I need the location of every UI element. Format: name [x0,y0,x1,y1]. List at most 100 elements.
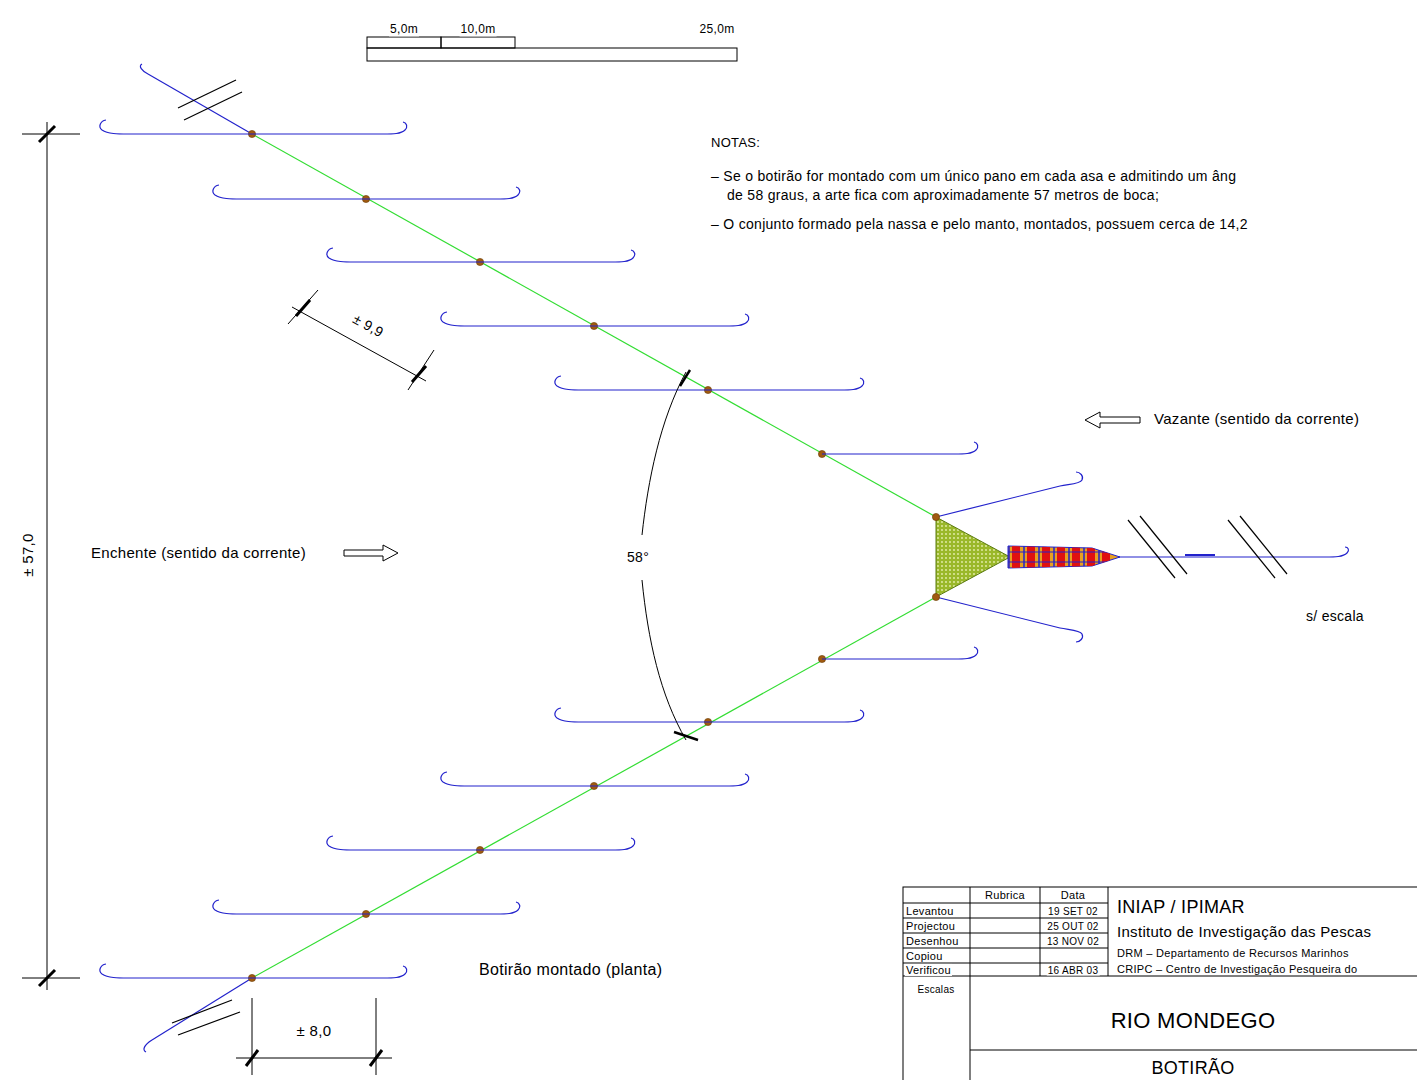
dimension-text: ± 57,0 [20,532,37,577]
rope-line [152,978,252,1040]
dimension-line [376,998,377,1075]
title-block-text: Projectou [905,920,956,932]
net-body [1027,540,1035,574]
float-line [725,314,749,326]
title-block-text: RIO MONDEGO [1110,1009,1277,1033]
float-line [441,772,469,786]
title-block [903,887,1417,1080]
title-block-text: 19 SET 02 [1047,906,1099,917]
float-line [327,248,355,262]
scale-bar [367,48,737,61]
dimension-line [370,1050,382,1066]
title-block [903,903,1108,904]
break-mark [178,80,236,108]
float-line [840,378,864,390]
float-line [241,198,496,199]
dimension-line [47,122,48,990]
rope-line [144,1040,152,1052]
title-block-text: Escalas [916,984,955,995]
title-block-text: CRIPC – Centro de Investigação Pesqueira… [1116,963,1358,975]
title-block-text: BOTIRÃO [1150,1059,1235,1079]
current-arrow [344,545,398,561]
dimension-line [39,970,55,986]
current-arrow [344,412,1140,561]
float-line [611,838,635,850]
float-line [213,900,241,914]
rope-line [936,597,1060,628]
title-block [903,887,1417,1080]
net-body [1008,552,1120,553]
title-block-text: INIAP / IPIMAR [1116,898,1246,918]
break-mark [1240,516,1287,574]
break-mark [1128,520,1175,578]
title-block [903,918,1108,919]
dimension-line [288,290,318,324]
float-line [611,250,635,262]
note-text: – Se o botirão for montado com um único … [710,169,1237,184]
rope-line [1060,628,1083,642]
net-body [936,517,1010,597]
title-block-text: Verificou [905,964,952,976]
float-line [355,261,611,262]
break-mark [1140,516,1187,574]
rope-line [140,64,148,74]
net-body [1023,540,1025,574]
scale-bar [441,37,515,48]
title-block-text: Levantou [905,905,955,917]
title-block [903,933,1108,934]
dimension-line [22,122,698,1075]
float-line [128,133,383,134]
title-block-text: 16 ABR 03 [1047,965,1100,976]
dimension-line [236,1058,392,1059]
note-text: de 58 graus, a arte fica com aproximadam… [726,188,1160,203]
net-body [1068,540,1070,574]
break-mark [172,80,1287,1035]
float-line [128,977,383,978]
float-line [840,710,864,722]
float-line [469,325,725,326]
rope-line [148,74,252,134]
dimension-line [39,126,55,142]
dimension-line [408,350,434,390]
dimension-text: 58° [626,550,650,565]
break-mark [172,1000,232,1023]
title-block [970,887,971,1080]
float-line [496,187,520,199]
title-block-text: Desenhou [905,935,960,947]
net-body [1087,540,1095,574]
net-body [936,517,1120,597]
break-mark [178,1012,240,1035]
dimension-line [252,998,253,1075]
scale-bar [367,37,441,48]
rope-line [1185,554,1215,556]
float-line [555,708,583,722]
rope-line [936,486,1060,517]
note-text: – O conjunto formado pela nassa e pelo m… [710,217,1249,232]
net-body [1008,562,1120,563]
net-body [1042,540,1050,574]
note-text: Botirão montado (planta) [478,961,663,979]
float-line [555,376,583,390]
float-line [954,442,978,454]
note-text: s/ escala [1305,609,1365,624]
dimension-line [674,732,698,740]
rope-line [140,64,1348,1052]
float-line [100,964,128,978]
float-line [327,836,355,850]
float-line [383,966,407,978]
net-body [1083,540,1085,574]
break-mark [1228,520,1275,578]
note-text: Vazante (sentido da corrente) [1153,411,1360,428]
title-block [970,1050,1417,1051]
title-block-text: Copiou [905,950,944,962]
title-block-text: 13 NOV 02 [1046,936,1100,947]
current-arrow [1085,412,1140,428]
rope-line [1118,556,1325,557]
dimension-line [642,580,686,740]
dimension-text: 10,0m [460,23,497,36]
dimension-line [22,134,80,135]
float-line [725,774,749,786]
float-line [583,721,840,722]
break-mark [184,92,242,120]
